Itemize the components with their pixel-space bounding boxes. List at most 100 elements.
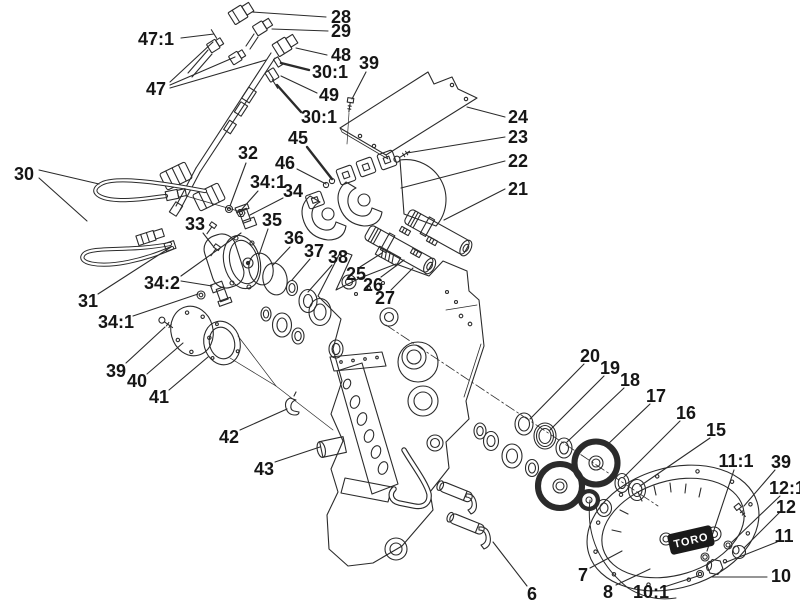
leader-line-8 [615,568,651,586]
callout-35: 35 [262,210,282,230]
callout-26: 26 [363,275,383,295]
callout-31: 31 [78,291,98,311]
leader-line-34-1-b [132,293,199,317]
callout-19: 19 [600,358,620,378]
leader-line-7 [589,550,623,569]
leader-line-47 [169,41,214,83]
callout-11: 11 [774,526,793,546]
leader-line-19 [549,375,605,431]
callout-22: 22 [508,151,528,171]
callout-15: 15 [706,420,726,440]
leader-line-47-1 [180,33,215,39]
leader-line-45 [305,145,334,181]
leader-line-47-1 [169,56,236,86]
leader-line-30-1-a [279,61,311,72]
callout-25: 25 [346,264,366,284]
toro-logo-plate: TORO [667,525,715,555]
callout-6: 6 [527,584,537,604]
gearbox-housing [316,250,659,567]
gearbox-cover [586,464,760,600]
steel-tube-lines [168,33,276,217]
leader-line-30-1-b [275,83,303,114]
callout-33: 33 [185,214,205,234]
callout-12-1: 12:1 [769,478,800,498]
callout-10-1: 10:1 [633,582,669,602]
callout-11-1: 11:1 [718,451,753,471]
callout-49: 49 [319,85,339,105]
mounting-plate-24 [339,71,478,163]
callout-47: 47 [146,79,166,99]
callout-30: 30 [14,164,34,184]
hydraulic-fittings-cluster [206,1,299,89]
leader-line-16 [623,420,681,478]
leader-line-47-2 [169,59,267,89]
screw-39-top [346,97,355,145]
callout-24: 24 [508,107,528,127]
callout-40: 40 [127,371,147,391]
callout-28: 28 [331,7,351,27]
callout-37: 37 [304,241,324,261]
spool-cylinders [364,209,473,275]
leader-line-30-1 [38,177,88,222]
leader-line-34-2 [180,232,242,277]
callout-30-1-b: 30:1 [301,107,337,127]
callout-17: 17 [646,386,666,406]
callout-39-c: 39 [771,452,791,472]
leader-line-29 [271,28,329,32]
leader-line-33 [202,232,214,247]
leader-line-32 [229,162,247,207]
leader-line-39-a [351,71,367,100]
leader-line-12-1 [731,495,781,543]
callout-47-1: 47:1 [138,29,174,49]
gear-train [473,412,647,518]
leader-line-40 [146,342,184,375]
leader-line-26 [380,259,405,278]
callout-27: 27 [375,288,395,308]
leader-line-22 [400,160,506,189]
callout-21: 21 [508,179,528,199]
leader-line-37 [291,258,311,281]
callout-41: 41 [149,387,169,407]
leader-line-17 [605,403,651,447]
callout-20: 20 [580,346,600,366]
leader-line-11 [723,541,778,564]
callout-45: 45 [288,128,308,148]
leader-line-25 [359,252,383,268]
callout-16: 16 [676,403,696,423]
callout-34: 34 [283,181,303,201]
leader-line-34-2-1 [180,280,213,287]
callout-42: 42 [219,427,239,447]
callout-36: 36 [284,228,304,248]
callout-layer: 28294830:14930:13947:1473024232221324546… [14,7,800,604]
gasket-plates-group [158,305,334,431]
leader-line-46 [296,168,327,185]
callout-34-2: 34:2 [144,273,180,293]
callout-8: 8 [603,582,613,602]
callout-7: 7 [578,565,588,585]
leader-line-48 [295,47,328,56]
leader-line-28 [251,11,327,18]
leader-line-35 [258,228,269,256]
leader-line-18 [566,387,625,443]
retaining-clip-42 [284,397,300,416]
callout-32: 32 [238,143,258,163]
callout-39-a: 39 [359,53,379,73]
leader-line-10-1 [663,575,699,588]
callout-23: 23 [508,127,528,147]
leader-line-42 [239,408,288,431]
callout-43: 43 [254,459,274,479]
callout-30-1-a: 30:1 [312,62,348,82]
callout-34-1-b: 34:1 [98,312,134,332]
leader-line-30 [38,169,100,185]
leader-line-39-b [125,326,166,364]
leader-line-39-c [743,469,776,507]
cover-hardware [695,502,747,579]
leader-line-23 [406,136,506,154]
callout-34-1-a: 34:1 [250,172,286,192]
callout-38: 38 [328,247,348,267]
leader-line-43 [274,446,321,463]
leader-line-27 [390,267,414,291]
leader-line-21 [443,188,506,221]
